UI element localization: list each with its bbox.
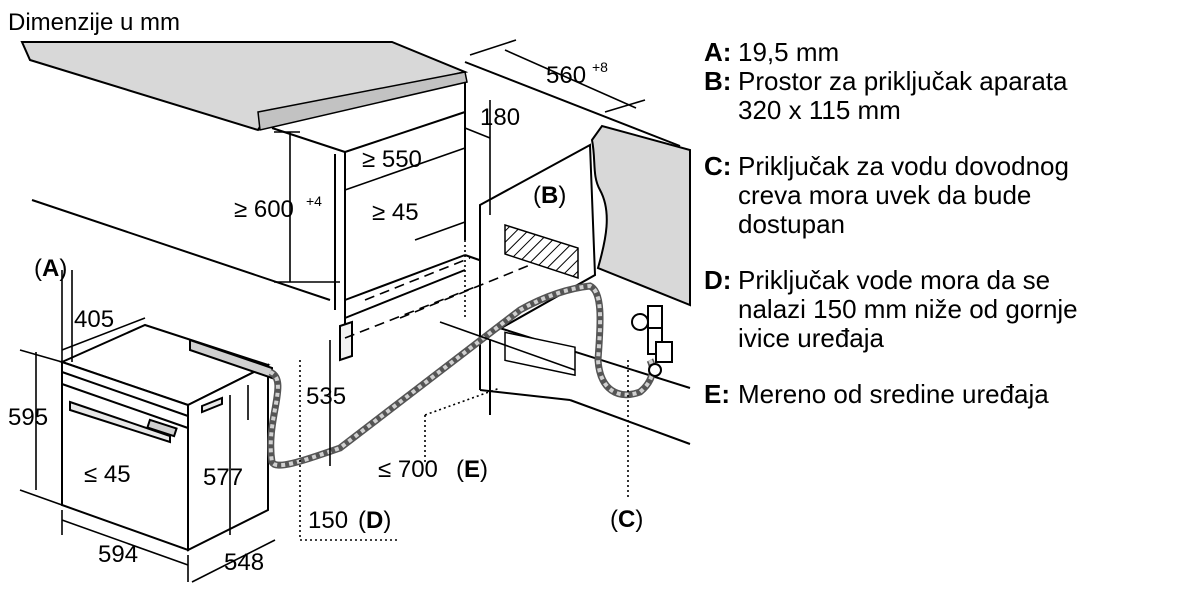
legend-text: 19,5 mm (738, 37, 840, 67)
dim-405: 405 (74, 306, 114, 333)
countertop-left (20, 41, 469, 132)
dim-535: 535 (306, 383, 346, 410)
dim-560: 560 (546, 62, 586, 89)
dim-594: 594 (98, 541, 138, 568)
dimension-lines (19, 39, 646, 583)
legend-text: Priključak vode mora da se nalazi 150 mm… (738, 265, 1078, 353)
callout-e: (E) (456, 456, 488, 483)
legend-item-c: C: Priključak za vodu dovodnog creva mor… (704, 152, 1184, 239)
dim-600: ≥ 600 (234, 196, 294, 223)
legend-key: D: (704, 265, 732, 295)
legend-key: B: (704, 66, 732, 96)
dim-700: ≤ 700 (378, 456, 438, 483)
legend-key: C: (704, 151, 732, 181)
dim-550: ≥ 550 (362, 146, 422, 173)
cabinet-carcass (271, 82, 486, 362)
legend: A: 19,5 mm B: Prostor za priključak apar… (704, 38, 1184, 436)
dim-180: 180 (480, 104, 520, 131)
legend-item-e: E: Mereno od sredine uređaja (704, 380, 1184, 409)
legend-item-d: D: Priključak vode mora da se nalazi 150… (704, 266, 1184, 353)
countertop-right (590, 124, 691, 307)
legend-key: A: (704, 37, 732, 67)
callout-b: (B) (533, 182, 566, 209)
dim-150: 150 (308, 507, 348, 534)
legend-item-b: B: Prostor za priključak aparata 320 x 1… (704, 67, 1184, 125)
dim-560-tolerance: +8 (592, 59, 608, 75)
drawing-title: Dimenzije u mm (8, 9, 180, 36)
oven (59, 323, 273, 552)
connection-area-b (504, 223, 579, 280)
dim-577: 577 (203, 464, 243, 491)
legend-key: E: (704, 379, 730, 409)
dim-600-tolerance: +4 (306, 193, 322, 209)
water-hose (267, 282, 656, 469)
hidden-lines (344, 257, 531, 339)
legend-text: Prostor za priključak aparata 320 x 115 … (738, 66, 1068, 125)
dim-595: 595 (8, 404, 48, 431)
dimension-texts: 560 +8 180 ≥ 550 ≥ 600 +4 ≥ 45 405 595 ≤… (8, 59, 643, 576)
guide-lines (299, 240, 629, 541)
dim-45-top: ≥ 45 (372, 199, 419, 226)
water-tap-icon (631, 305, 673, 377)
callout-d: (D) (358, 507, 391, 534)
dim-45-door: ≤ 45 (84, 461, 131, 488)
callout-c: (C) (610, 506, 643, 533)
callout-a: (A) (34, 255, 67, 282)
legend-text: Mereno od sredine uređaja (738, 379, 1049, 409)
dim-548: 548 (224, 549, 264, 576)
legend-item-a: A: 19,5 mm (704, 38, 1184, 67)
legend-text: Priključak za vodu dovodnog creva mora u… (738, 151, 1069, 239)
